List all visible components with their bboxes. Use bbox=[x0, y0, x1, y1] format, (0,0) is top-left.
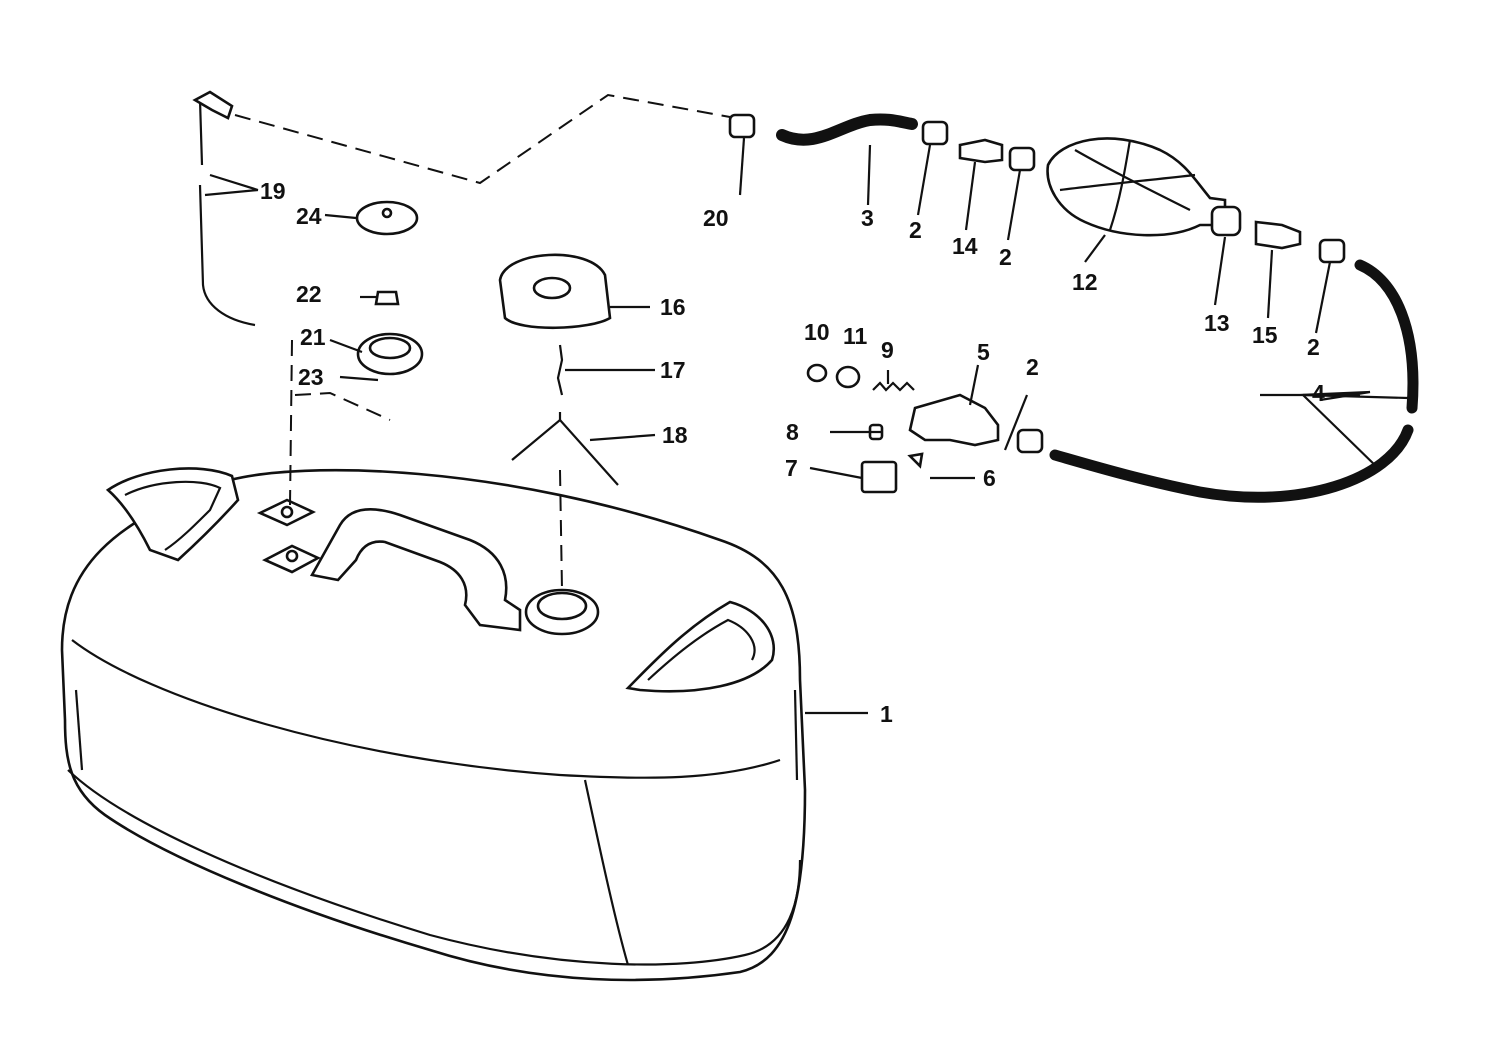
callout-6: 6 bbox=[983, 465, 996, 491]
callout-17: 17 bbox=[660, 357, 686, 383]
callout-1: 1 bbox=[880, 701, 893, 727]
callout-7: 7 bbox=[785, 455, 798, 481]
callout-2: 2 bbox=[999, 244, 1012, 270]
cap-vent-parts bbox=[192, 90, 619, 591]
fuel-tank bbox=[60, 467, 807, 982]
callout-2: 2 bbox=[1307, 334, 1320, 360]
callout-11: 11 bbox=[843, 323, 868, 349]
callout-2: 2 bbox=[1026, 354, 1039, 380]
callout-16: 16 bbox=[660, 294, 686, 320]
callout-23: 23 bbox=[298, 364, 324, 390]
callout-12: 12 bbox=[1072, 269, 1098, 295]
callout-15: 15 bbox=[1252, 322, 1278, 348]
callout-20: 20 bbox=[703, 205, 729, 231]
callout-5: 5 bbox=[977, 339, 990, 365]
callout-13: 13 bbox=[1204, 310, 1230, 336]
callout-3: 3 bbox=[861, 205, 874, 231]
callout-10: 10 bbox=[804, 319, 830, 345]
callout-8: 8 bbox=[786, 419, 799, 445]
callout-14: 14 bbox=[952, 233, 978, 259]
callout-21: 21 bbox=[300, 324, 326, 350]
callout-18: 18 bbox=[662, 422, 688, 448]
callout-19: 19 bbox=[260, 178, 286, 204]
fuel-line-assembly bbox=[234, 93, 1419, 503]
callout-2: 2 bbox=[909, 217, 922, 243]
callout-labels: 1 2 2 2 2 3 4 5 6 7 8 9 10 11 12 13 14 1… bbox=[260, 178, 1325, 727]
callout-4: 4 bbox=[1312, 380, 1325, 406]
callout-9: 9 bbox=[881, 337, 894, 363]
callout-22: 22 bbox=[296, 281, 322, 307]
callout-leaders bbox=[204, 137, 1409, 715]
callout-24: 24 bbox=[296, 203, 322, 229]
